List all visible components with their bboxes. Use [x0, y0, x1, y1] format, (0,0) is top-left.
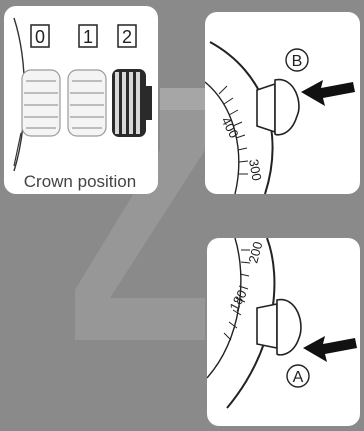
position-label-2: 2 [122, 27, 132, 47]
crown-position-caption: Crown position [24, 172, 136, 191]
crown-icon-position-1 [67, 69, 107, 137]
position-box-0: 0 [30, 24, 50, 48]
tachymeter-scale [218, 85, 249, 175]
tachymeter-scale [223, 249, 251, 341]
press-arrow-a-icon [303, 336, 357, 362]
crown-icon-position-0 [21, 69, 61, 137]
crown-icon-position-2 [112, 69, 152, 137]
pusher-b-icon [256, 79, 300, 136]
caption-leader-line [13, 132, 22, 167]
label-b: B [292, 53, 303, 70]
position-label-1: 1 [83, 27, 93, 47]
scale-number-400: 400 [218, 114, 241, 140]
scale-number-300: 300 [246, 158, 265, 182]
press-arrow-b-icon [301, 80, 355, 106]
scale-number-180: 180 [226, 287, 249, 313]
position-label-0: 0 [35, 27, 45, 47]
crown-position-panel: 0 1 2 [4, 6, 158, 194]
label-a: A [293, 369, 304, 386]
position-box-1: 1 [78, 24, 98, 48]
label-circle-a [286, 364, 310, 388]
pusher-a-icon [256, 298, 302, 356]
bezel-inner-ring [207, 238, 242, 379]
scale-number-200: 200 [245, 240, 265, 265]
pusher-a-panel: 200 180 A [207, 238, 360, 426]
label-circle-b [285, 48, 309, 72]
bezel-inner-ring [205, 81, 240, 194]
position-box-2: 2 [117, 24, 137, 48]
pusher-b-panel: 400 300 B [205, 12, 360, 194]
